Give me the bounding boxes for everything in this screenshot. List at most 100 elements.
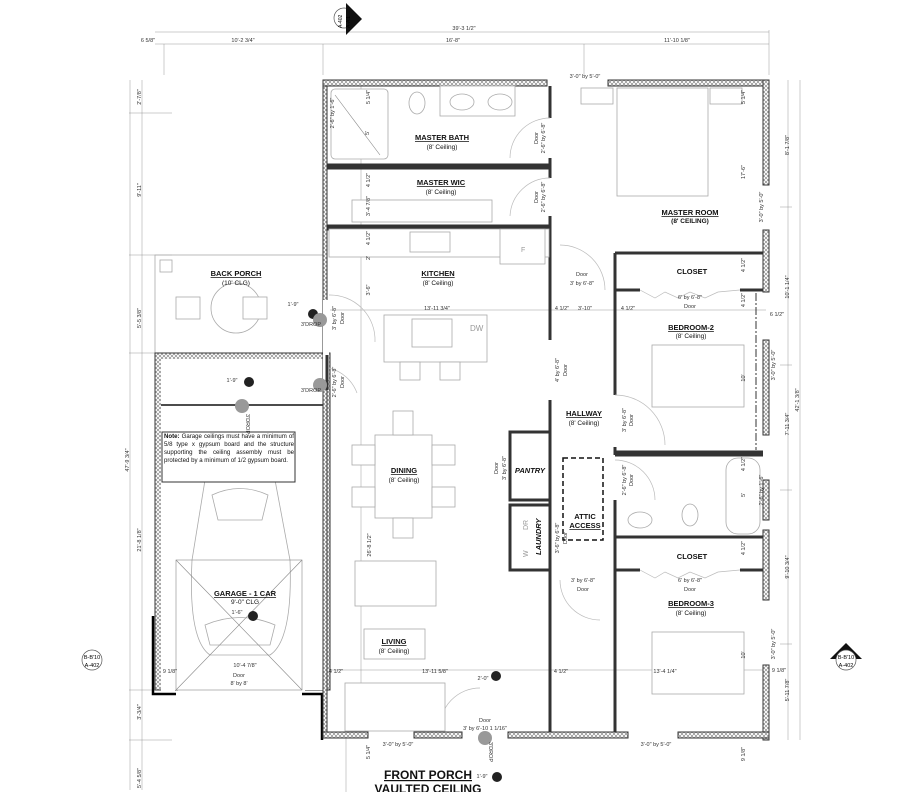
door-label: Door <box>684 587 696 593</box>
window-size: 2'-6" by 1'-6" <box>330 98 336 129</box>
dim-label: 9'-11" <box>137 183 143 197</box>
dim-label: 5'-5 3/8" <box>137 308 143 328</box>
room-ceiling: (8' Ceiling) <box>569 420 600 427</box>
note-text: Garage ceilings must have a minimum of 5… <box>164 433 294 464</box>
room-back-porch: BACK PORCH <box>211 269 262 278</box>
door-label: Door <box>340 376 346 388</box>
dim-label: 5 1/4" <box>741 90 747 104</box>
room-bedroom-2: BEDROOM-2 <box>668 323 714 332</box>
dim-label: 5'-4 5/8" <box>137 768 143 788</box>
door-size: 2'-6" by 6'-8" <box>332 367 338 398</box>
dim-label: 47'-9 3/4" <box>125 448 131 471</box>
bath-2-fixtures <box>627 457 761 535</box>
room-dining: DINING <box>391 466 417 475</box>
dim-label: 3'-3/4" <box>137 704 143 720</box>
room-ceiling: (8' Ceiling) <box>423 280 454 287</box>
dishwasher-label: DW <box>470 324 484 333</box>
fan-size: 1'-9" <box>477 774 488 780</box>
room-ceiling: (8' Ceiling) <box>676 610 707 617</box>
dim-label: 7'-11 3/4" <box>785 413 791 436</box>
master-bed <box>580 87 743 197</box>
dim-label: 9 1/8" <box>772 668 786 674</box>
dim-label: 13'-11 5/8" <box>422 669 448 675</box>
room-ceiling: 9'-0" CLG <box>231 599 259 606</box>
room-hallway: HALLWAY <box>566 409 602 418</box>
dim-label: 6 1/2" <box>770 312 784 318</box>
dim-label: 5 1/4" <box>366 90 372 104</box>
dim-label: 13'-4 1/4" <box>653 669 676 675</box>
dim-label: 4 1/2" <box>366 231 372 245</box>
door-label: Door <box>629 474 635 486</box>
drop-label: 3'DROP <box>301 322 321 328</box>
master-bath-fixtures <box>330 85 516 160</box>
dim-label: 5' <box>741 493 747 497</box>
room-ceiling: (8' Ceiling) <box>676 333 707 340</box>
room-attic-access: ACCESS <box>569 521 600 530</box>
window-size: 2'-6" by 1'-6" <box>759 475 765 506</box>
dim-label: 9'-10 3/4" <box>785 555 791 578</box>
sofa-large <box>344 682 446 732</box>
room-ceiling: (8' Ceiling) <box>389 477 420 484</box>
note-label: Note: <box>164 433 180 440</box>
dim-label: 13'-11 3/4" <box>424 306 450 312</box>
garage-note: Note: Garage ceilings must have a minimu… <box>161 431 296 483</box>
dim-label: 4 1/2" <box>621 306 635 312</box>
room-labels: MASTER BATH (8' Ceiling) MASTER WIC (8' … <box>211 133 719 792</box>
section-sheet: A-402 <box>85 663 100 669</box>
fan-size: 1'-9" <box>288 302 299 308</box>
door-label: Door <box>629 414 635 426</box>
door-size: 3' by 6'-8" <box>571 578 595 584</box>
room-kitchen: KITCHEN <box>421 269 454 278</box>
dim-label: 11'-10 1/8" <box>664 38 690 44</box>
dim-label: 2' <box>366 256 372 260</box>
dim-label: 2'-7/8" <box>137 89 143 105</box>
kitchen-counter <box>328 228 550 381</box>
room-master-wic: MASTER WIC <box>417 178 466 187</box>
fan-size: 2'-0" <box>478 676 489 682</box>
room-garage: GARAGE - 1 CAR <box>214 589 277 598</box>
dim-label: 4 1/2" <box>366 173 372 187</box>
section-ref: B-B'10 <box>838 655 854 661</box>
door-size: 3' by 6'-8" <box>622 408 628 432</box>
dim-label: 9 1/8" <box>741 747 747 761</box>
dim-label: 16'-8" <box>446 38 460 44</box>
door-label: Door <box>494 462 500 474</box>
washer-label: W <box>523 550 530 557</box>
window-labels: 3'-0" by 5'-0" 3'-0" by 5'-0" 2'-6" by 1… <box>330 74 777 748</box>
dim-label: 39'-3 1/2" <box>452 26 475 32</box>
patio-table-set <box>175 282 268 334</box>
window-size: 3'-0" by 5'-0" <box>383 742 414 748</box>
door-size: 2'-6" by 6'-8" <box>541 182 547 213</box>
room-master-room: MASTER ROOM <box>661 208 718 217</box>
dim-label: 5 1/4" <box>366 745 372 759</box>
drop-label: 3'DROP <box>487 742 493 762</box>
door-size: 3' by 6'-8" <box>332 306 338 330</box>
door-size: 3'-6" by 6'-8" <box>555 523 561 554</box>
door-label: Door <box>563 364 569 376</box>
room-master-bath: MASTER BATH <box>415 133 469 142</box>
bedroom-2-bed <box>651 293 757 450</box>
dim-label: 9 1/8" <box>163 669 177 675</box>
dim-label: 3'-10" <box>578 306 592 312</box>
dim-label: 4 1/2" <box>555 306 569 312</box>
door-size: 8' by 8' <box>230 681 247 687</box>
ceiling-fixture-labels: 1'-9" 1'-9" 1'-6" 2'-0" 1'-9" 3'DROP 3'D… <box>227 302 493 780</box>
window-size: 3'-0" by 5'-0" <box>570 74 601 80</box>
room-living: LIVING <box>381 637 406 646</box>
dryer-label: DR <box>523 520 530 530</box>
room-ceiling: VAULTED CEILING <box>375 782 482 792</box>
section-sheet: A-402 <box>839 663 854 669</box>
ceiling-fan-icons <box>235 309 502 782</box>
bedroom-3-bed <box>651 631 745 695</box>
dim-label: 5' <box>365 131 371 135</box>
room-ceiling: (10' CLG) <box>222 280 250 287</box>
dim-label: 4 1/2" <box>741 541 747 555</box>
door-label: Door <box>563 532 569 544</box>
room-ceiling: (8' Ceiling) <box>426 189 457 196</box>
dim-label: 4 1/2" <box>554 669 568 675</box>
window-size: 3'-0" by 5'-0" <box>641 742 672 748</box>
room-attic: ATTIC <box>574 512 596 521</box>
section-ref: B-B'10 <box>84 655 100 661</box>
door-size: 3' by 6'-10 1 1/16" <box>463 726 507 732</box>
